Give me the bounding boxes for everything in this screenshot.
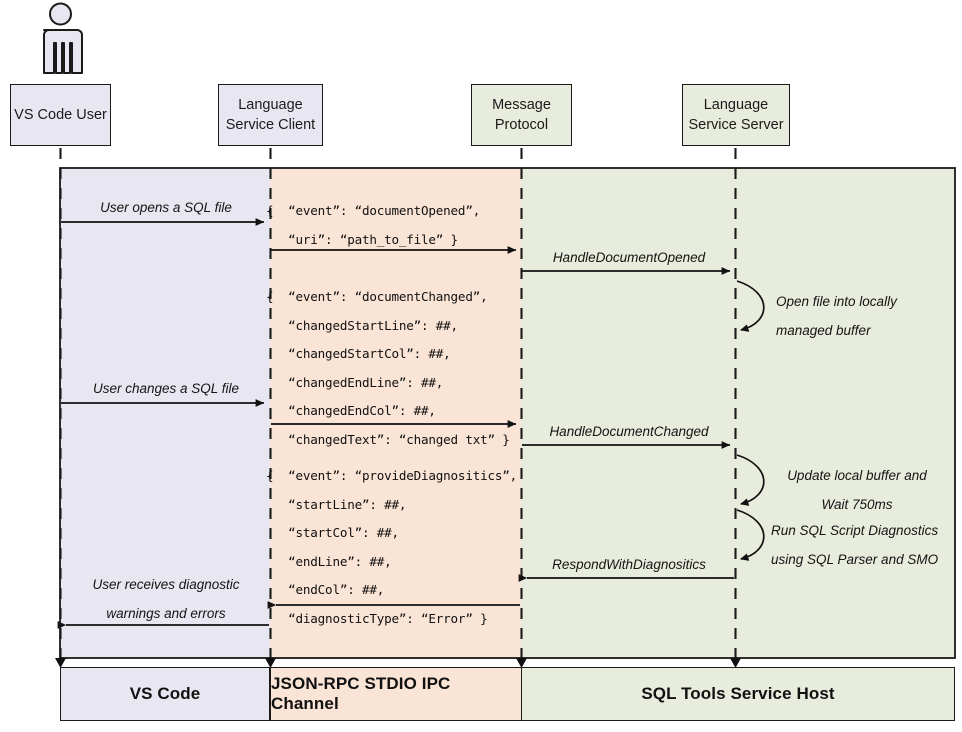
message-label-respond-with-diagnostics: RespondWithDiagnositics (522, 555, 736, 575)
self-loop-update-buffer (736, 454, 765, 506)
note-text: Run SQL Script Diagnostics (771, 523, 939, 538)
self-loop-open-file (736, 280, 765, 332)
person-icon (43, 2, 83, 74)
note-text: using SQL Parser and SMO (771, 552, 939, 567)
participant-label-line: VS Code User (14, 106, 107, 123)
participant-language-service-server[interactable]: Language Service Server (682, 84, 790, 146)
message-text: HandleDocumentChanged (549, 424, 709, 439)
note-update-buffer: Update local buffer and Wait 750ms (771, 461, 943, 519)
footer-sql-tools-service-host[interactable]: SQL Tools Service Host (521, 667, 955, 721)
message-text: User changes a SQL file (92, 381, 240, 396)
message-text: warnings and errors (106, 606, 226, 621)
note-open-file: Open file into locally managed buffer (776, 287, 897, 345)
payload-provide-diagnostics: { “event”: “provideDiagnositics”, “start… (266, 468, 517, 626)
footer-vs-code[interactable]: VS Code (60, 667, 270, 721)
participant-label-line: Service Client (225, 117, 316, 133)
participant-label-line: Language (238, 96, 303, 113)
participant-message-protocol[interactable]: Message Protocol (471, 84, 572, 146)
participant-label-line: Message (492, 96, 551, 113)
payload-document-opened: { “event”: “documentOpened”, “uri”: “pat… (266, 203, 481, 247)
participant-label-line: Protocol (494, 117, 549, 133)
message-text: HandleDocumentOpened (552, 250, 706, 265)
note-text: Update local buffer and (787, 468, 927, 483)
self-loop-run-diagnostics (736, 509, 765, 561)
participant-language-service-client[interactable]: Language Service Client (218, 84, 323, 146)
note-run-diagnostics: Run SQL Script Diagnostics using SQL Par… (771, 516, 938, 574)
participant-vs-code-user[interactable]: VS Code User (10, 84, 111, 146)
footer-label: SQL Tools Service Host (641, 684, 835, 703)
lane-host (521, 168, 955, 658)
footer-label: JSON-RPC STDIO IPC Channel (271, 674, 451, 713)
note-text: Open file into locally (776, 294, 897, 309)
note-text: Wait 750ms (821, 497, 893, 512)
lifeline-terminators (55, 658, 741, 668)
note-text: managed buffer (776, 323, 871, 338)
lane-vs-code (60, 168, 270, 658)
footer-json-rpc-stdio-ipc-channel[interactable]: JSON-RPC STDIO IPC Channel (270, 667, 522, 721)
message-label-user-opens-file: User opens a SQL file (61, 198, 271, 218)
message-text: User receives diagnostic (92, 577, 240, 592)
message-label-user-changes-file: User changes a SQL file (61, 379, 271, 399)
payload-document-changed: { “event”: “documentChanged”, “changedSt… (266, 289, 510, 447)
message-text: User opens a SQL file (100, 200, 232, 215)
participant-label-line: Language (703, 96, 769, 113)
message-label-user-receives-diagnostics: User receives diagnostic warnings and er… (61, 570, 271, 628)
participant-label-line: Service Server (688, 117, 784, 133)
message-label-handle-document-changed: HandleDocumentChanged (522, 422, 736, 442)
message-text: RespondWithDiagnositics (552, 557, 706, 572)
message-label-handle-document-opened: HandleDocumentOpened (522, 248, 736, 268)
lifelines (59, 148, 737, 668)
footer-label: VS Code (129, 684, 201, 703)
